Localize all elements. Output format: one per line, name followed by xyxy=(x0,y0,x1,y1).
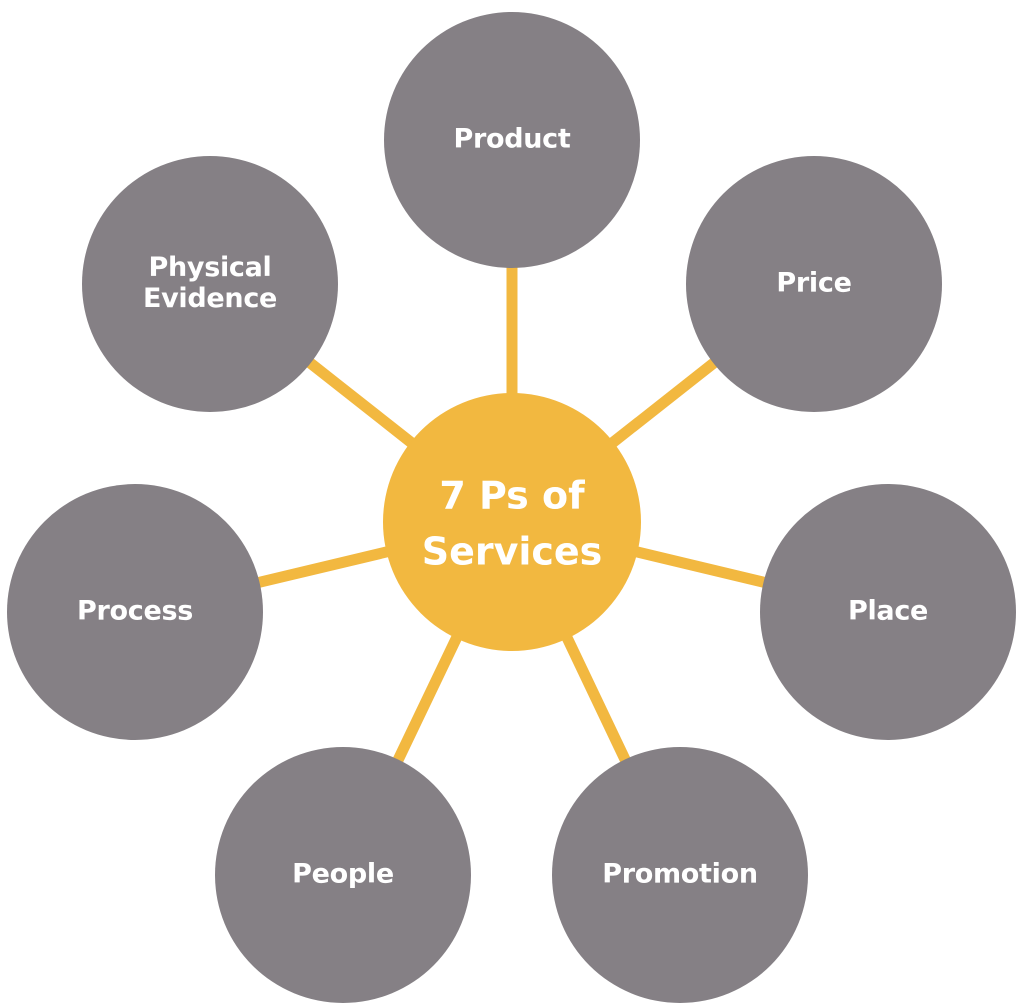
node-place xyxy=(760,484,1016,740)
connector-promotion xyxy=(560,632,632,766)
node-promotion xyxy=(552,747,808,1003)
center-hub: 7 Ps of Services xyxy=(383,393,641,651)
connector-people xyxy=(391,632,463,766)
node-label-product: Product xyxy=(453,124,570,155)
connector-lines xyxy=(254,264,769,766)
connector-price xyxy=(606,356,721,449)
node-physical-evidence xyxy=(82,156,338,412)
node-label-price: Price xyxy=(776,268,851,299)
node-label-people: People xyxy=(292,859,394,890)
node-label-promotion: Promotion xyxy=(602,859,758,890)
node-label-physical-evidence: Evidence xyxy=(143,283,277,314)
center-label: Services xyxy=(422,530,603,574)
node-label-physical-evidence: Physical xyxy=(148,252,271,283)
node-product xyxy=(384,12,640,268)
connector-process xyxy=(254,545,392,589)
node-people xyxy=(215,747,471,1003)
node-price xyxy=(686,156,942,412)
node-process xyxy=(7,484,263,740)
center-label: 7 Ps of xyxy=(439,474,585,518)
connector-physical-evidence xyxy=(303,356,418,449)
node-label-process: Process xyxy=(77,596,193,627)
connector-place xyxy=(632,545,769,589)
center-circle xyxy=(383,393,641,651)
node-label-place: Place xyxy=(848,596,928,627)
